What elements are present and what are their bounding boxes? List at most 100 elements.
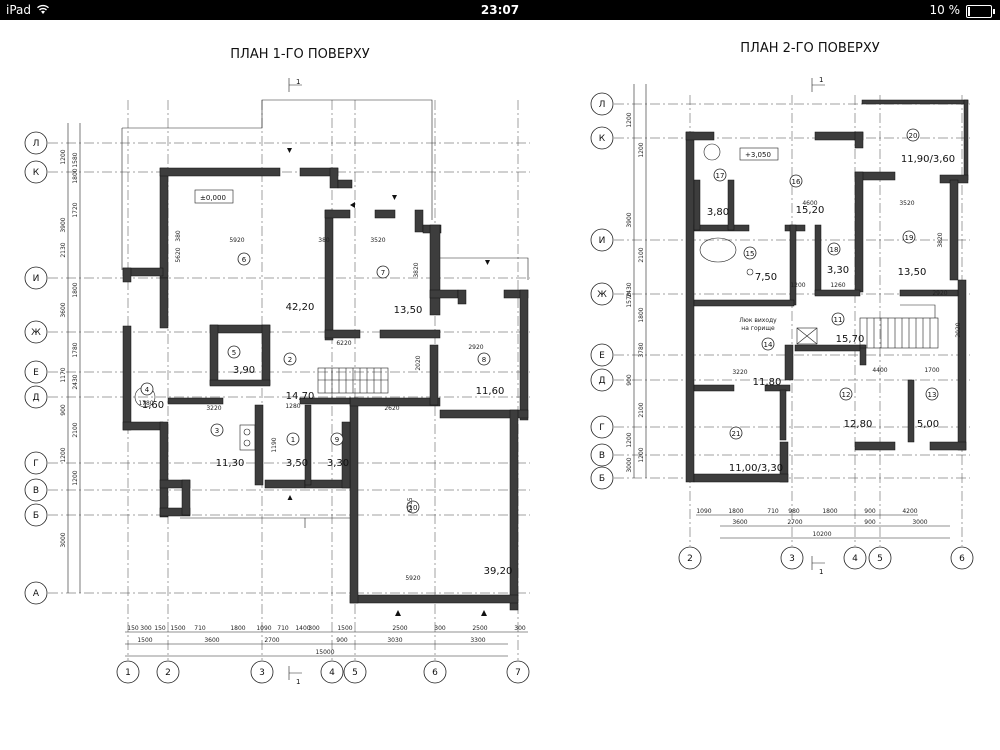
- row-axis-label: Б: [599, 474, 605, 484]
- dimension-label: 1260: [830, 282, 845, 289]
- row-axis-circle: [24, 266, 48, 290]
- col-axis-circle: [156, 660, 180, 684]
- col-axis-label: 7: [515, 668, 521, 678]
- col-axis-label: 2: [687, 554, 693, 564]
- attic-note-line-2: на горище: [741, 325, 775, 332]
- clock: 23:07: [480, 3, 520, 17]
- status-bar: iPad 23:07 10 %: [0, 0, 1000, 20]
- dimension-label: 710: [277, 625, 289, 632]
- battery-percent: 10 %: [929, 3, 961, 17]
- dimension-label: 6220: [336, 340, 351, 347]
- device-name: iPad: [6, 3, 32, 17]
- col-axis-label: 6: [432, 668, 438, 678]
- row-axis-circle: [590, 228, 614, 252]
- plan-2: ПЛАН 2-ГО ПОВЕРХУ 1 1: [590, 41, 974, 576]
- room-number: 12: [842, 391, 851, 399]
- room-number-circle: [839, 387, 853, 401]
- room-number-circle: [286, 432, 300, 446]
- room-area: 12,80: [844, 419, 873, 430]
- room-number: 21: [732, 430, 741, 438]
- plan-1-title: ПЛАН 1-ГО ПОВЕРХУ: [230, 47, 369, 62]
- dimension-label: 3000: [626, 457, 633, 472]
- col-axis-label: 6: [959, 554, 965, 564]
- room-area: 5,00: [917, 419, 939, 430]
- col-axis-circle: [843, 546, 867, 570]
- room-area: 11,60: [476, 386, 505, 397]
- section-label: 1: [819, 76, 823, 84]
- dimension-label: 300: [514, 625, 526, 632]
- dimension-label: 1780: [72, 342, 79, 357]
- row-axis-label: В: [33, 486, 39, 496]
- room-area: 3,30: [827, 265, 849, 276]
- dimension-label: 2430: [72, 374, 79, 389]
- dimension-label: 150: [127, 625, 139, 632]
- dimension-label: 2620: [384, 405, 399, 412]
- dimension-label: 1800: [728, 508, 743, 515]
- col-axis-circle: [343, 660, 367, 684]
- floor-plans-drawing: ПЛАН 1-ГО ПОВЕРХУ 1 1: [24, 41, 974, 686]
- row-axis-circle: [590, 126, 614, 150]
- room-number: 7: [381, 269, 385, 277]
- room-number: 8: [482, 356, 486, 364]
- dimension-label: 6215: [407, 497, 414, 512]
- dimension-label: 300: [140, 625, 152, 632]
- col-axis-label: 1: [125, 668, 131, 678]
- dimension-label: 5920: [405, 575, 420, 582]
- section-label: 1: [296, 678, 300, 686]
- dimension-label: 300: [308, 625, 320, 632]
- col-axis-circle: [423, 660, 447, 684]
- col-axis-circle: [868, 546, 892, 570]
- dimension-label: 2500: [392, 625, 407, 632]
- row-axis-circle: [590, 343, 614, 367]
- row-axis-label: Г: [599, 423, 605, 433]
- dimension-label: 2920: [468, 344, 483, 351]
- dimension-label: 980: [788, 508, 800, 515]
- room-number: 6: [242, 256, 247, 264]
- row-axis-label: А: [33, 589, 40, 599]
- row-axis-circle: [590, 466, 614, 490]
- walls: [685, 99, 969, 483]
- row-axis-label: К: [599, 134, 606, 144]
- row-axis-circle: [24, 478, 48, 502]
- dimension-label: 1800: [822, 508, 837, 515]
- room-number: 16: [792, 178, 801, 186]
- dimension-label: 380: [175, 230, 182, 242]
- dimension-label: 1090: [256, 625, 271, 632]
- dimension-label: 1200: [638, 447, 645, 462]
- dimension-label: 3000: [912, 519, 927, 526]
- dimension-label: 900: [60, 404, 67, 416]
- room-number-circle: [831, 312, 845, 326]
- dimension-label: 3780: [638, 342, 645, 357]
- room-number: 1: [291, 436, 295, 444]
- row-axis-circle: [24, 160, 48, 184]
- room-area: 39,20: [484, 566, 513, 577]
- dimension-label: 2920: [932, 290, 947, 297]
- dimension-label: 5920: [229, 237, 244, 244]
- dimension-label: 2100: [638, 402, 645, 417]
- dimension-label: 3030: [387, 637, 402, 644]
- dimension-label: 5620: [175, 247, 182, 262]
- col-axis-circle: [950, 546, 974, 570]
- dimension-label: 1280: [285, 403, 300, 410]
- dimension-label: 2100: [72, 422, 79, 437]
- dimension-label: 1200: [72, 470, 79, 485]
- battery-icon: [966, 5, 995, 18]
- row-axis-circle: [24, 131, 48, 155]
- dimension-total: 15000: [315, 649, 334, 656]
- row-axis-label: Ж: [31, 328, 41, 338]
- dimension-label: 1800: [230, 625, 245, 632]
- row-axis-label: Д: [598, 376, 605, 386]
- dimension-label: 3220: [732, 369, 747, 376]
- dimension-label: 1200: [790, 282, 805, 289]
- room-number: 18: [830, 246, 839, 254]
- row-axis-label: Б: [33, 511, 39, 521]
- dimension-label: 3820: [937, 232, 944, 247]
- row-axis-circle: [24, 581, 48, 605]
- col-axis-circle: [678, 546, 702, 570]
- room-number-circle: [376, 265, 390, 279]
- dimension-label: 3520: [899, 200, 914, 207]
- dimension-label: 4400: [872, 367, 887, 374]
- room-number-circle: [210, 423, 224, 437]
- room-number-circle: [761, 337, 775, 351]
